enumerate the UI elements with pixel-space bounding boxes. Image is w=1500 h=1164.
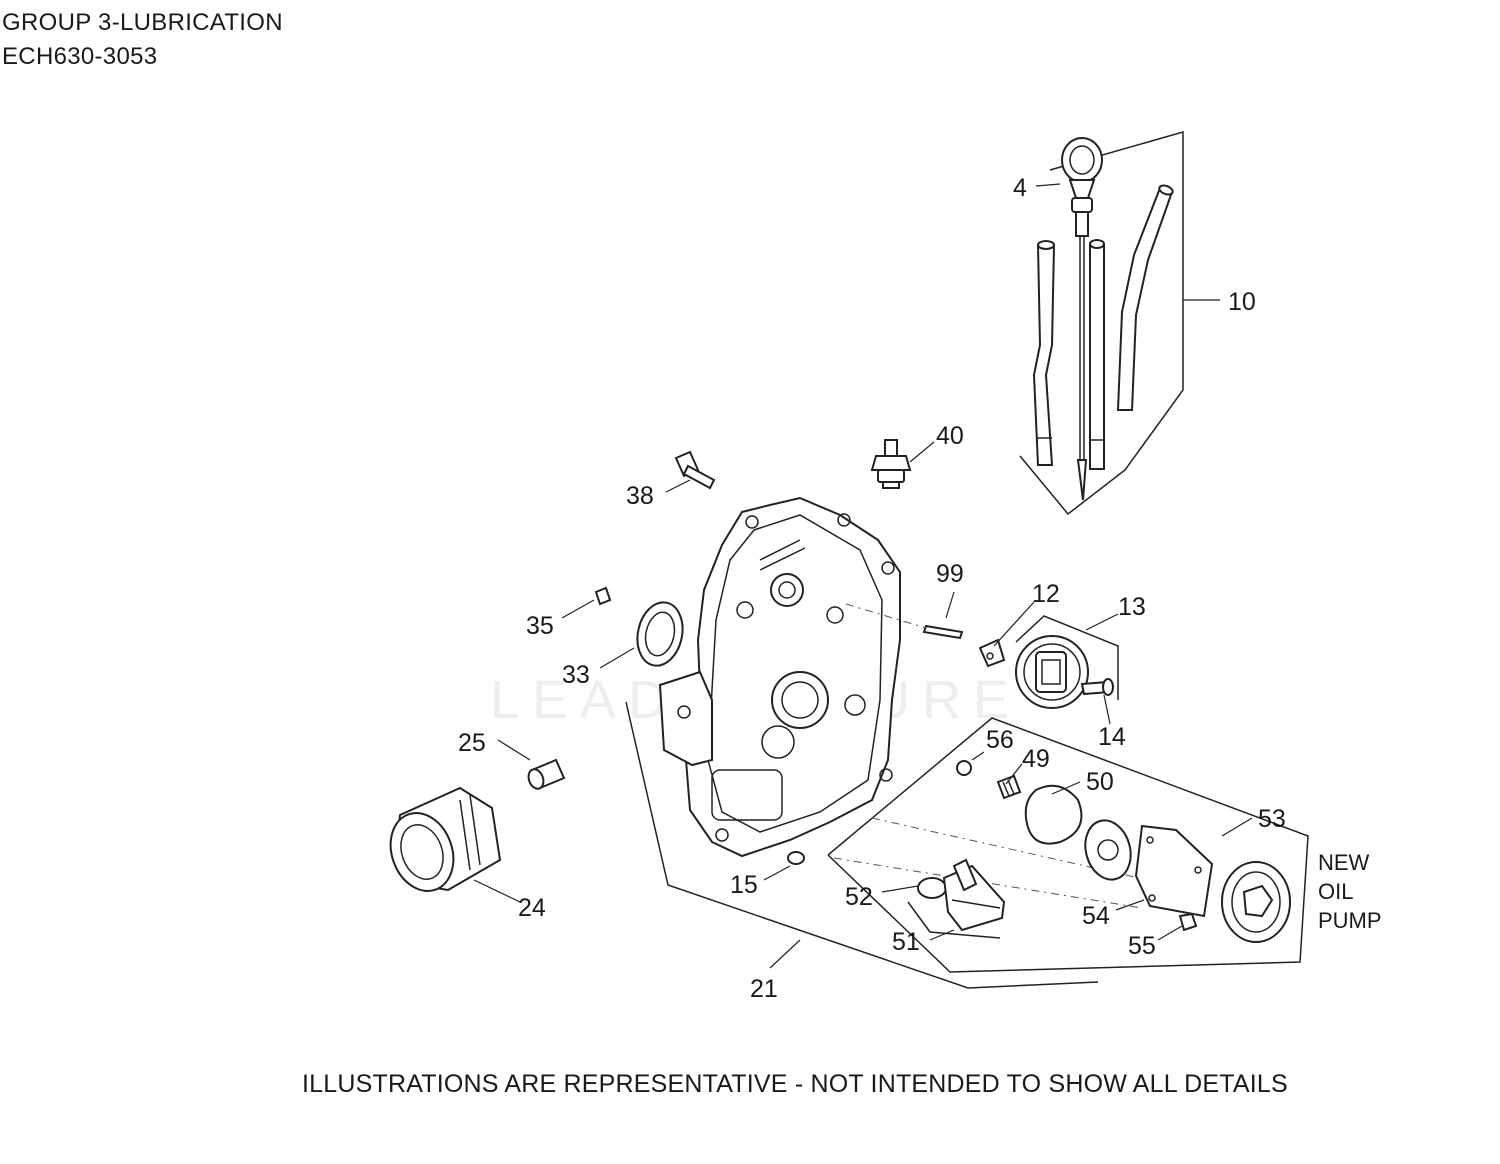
callout-10: 10	[1228, 288, 1256, 316]
callout-55: 55	[1128, 932, 1156, 960]
note-new: NEW	[1318, 850, 1370, 875]
callout-labels: 4 10 40 38 99 12 13 35 33 14 25 56 49 50…	[458, 174, 1382, 1003]
callout-35: 35	[526, 612, 554, 640]
callout-50: 50	[1086, 768, 1114, 796]
part-crankcase-cover[interactable]	[658, 496, 901, 858]
part-pump-gear[interactable]	[1221, 861, 1291, 943]
callout-13: 13	[1118, 593, 1146, 621]
callout-4: 4	[1013, 174, 1027, 202]
part-tube-middle[interactable]	[1089, 239, 1105, 470]
callout-51: 51	[892, 928, 920, 956]
gear-bracket	[1015, 615, 1119, 700]
callout-56: 56	[986, 726, 1014, 754]
callout-49: 49	[1022, 745, 1050, 773]
page-header: GROUP 3-LUBRICATION ECH630-3053	[2, 6, 283, 74]
callout-53: 53	[1258, 805, 1286, 833]
part-pin[interactable]	[922, 624, 964, 640]
part-pump-rotor[interactable]	[1079, 815, 1137, 884]
callout-21: 21	[750, 975, 778, 1003]
part-governor-gear[interactable]	[1015, 635, 1089, 709]
part-oil-filter[interactable]	[380, 786, 502, 900]
pump-bracket	[827, 717, 1309, 973]
cover-bracket	[625, 701, 1099, 989]
part-bolt[interactable]	[674, 450, 716, 490]
callout-12: 12	[1032, 580, 1060, 608]
part-tube-left[interactable]	[1032, 240, 1056, 466]
disclaimer-footer: ILLUSTRATIONS ARE REPRESENTATIVE - NOT I…	[302, 1070, 1288, 1098]
callout-24: 24	[518, 894, 546, 922]
part-pickup-o-ring[interactable]	[917, 877, 947, 899]
part-ball[interactable]	[956, 760, 972, 776]
part-governor-arm[interactable]	[978, 638, 1006, 668]
callout-38: 38	[626, 482, 654, 510]
part-tube-right[interactable]	[1116, 184, 1174, 411]
callout-25: 25	[458, 729, 486, 757]
dipstick-tube-group	[1019, 131, 1184, 516]
part-filter-fitting[interactable]	[526, 758, 566, 791]
part-o-ring-small[interactable]	[787, 851, 805, 865]
callout-99: 99	[936, 560, 964, 588]
part-oil-pressure-switch[interactable]	[870, 439, 912, 489]
note-oil: OIL	[1318, 879, 1353, 904]
part-spring[interactable]	[996, 774, 1022, 800]
callout-54: 54	[1082, 902, 1110, 930]
callout-14: 14	[1098, 723, 1126, 751]
part-governor-shaft[interactable]	[1080, 678, 1114, 696]
part-pump-bolt[interactable]	[1178, 912, 1198, 932]
leader-lines	[473, 183, 1253, 969]
model-number: ECH630-3053	[2, 43, 158, 70]
part-dowel-pin[interactable]	[594, 586, 612, 606]
assembly-line-pump-1	[871, 817, 1149, 881]
part-dipstick[interactable]	[1061, 137, 1103, 501]
group-title: GROUP 3-LUBRICATION	[2, 9, 283, 36]
assembly-line-pin	[845, 603, 927, 629]
pickup-bracket	[907, 901, 1001, 939]
callout-52: 52	[845, 883, 873, 911]
assembly-line-pump-2	[833, 857, 1143, 909]
part-oil-pickup[interactable]	[942, 858, 1006, 932]
part-oil-seal[interactable]	[632, 598, 688, 670]
callout-40: 40	[936, 422, 964, 450]
callout-15: 15	[730, 871, 758, 899]
part-pump-cover-plate[interactable]	[1134, 824, 1214, 918]
note-pump: PUMP	[1318, 908, 1382, 933]
part-pump-o-ring[interactable]	[1024, 784, 1083, 845]
callout-33: 33	[562, 661, 590, 689]
